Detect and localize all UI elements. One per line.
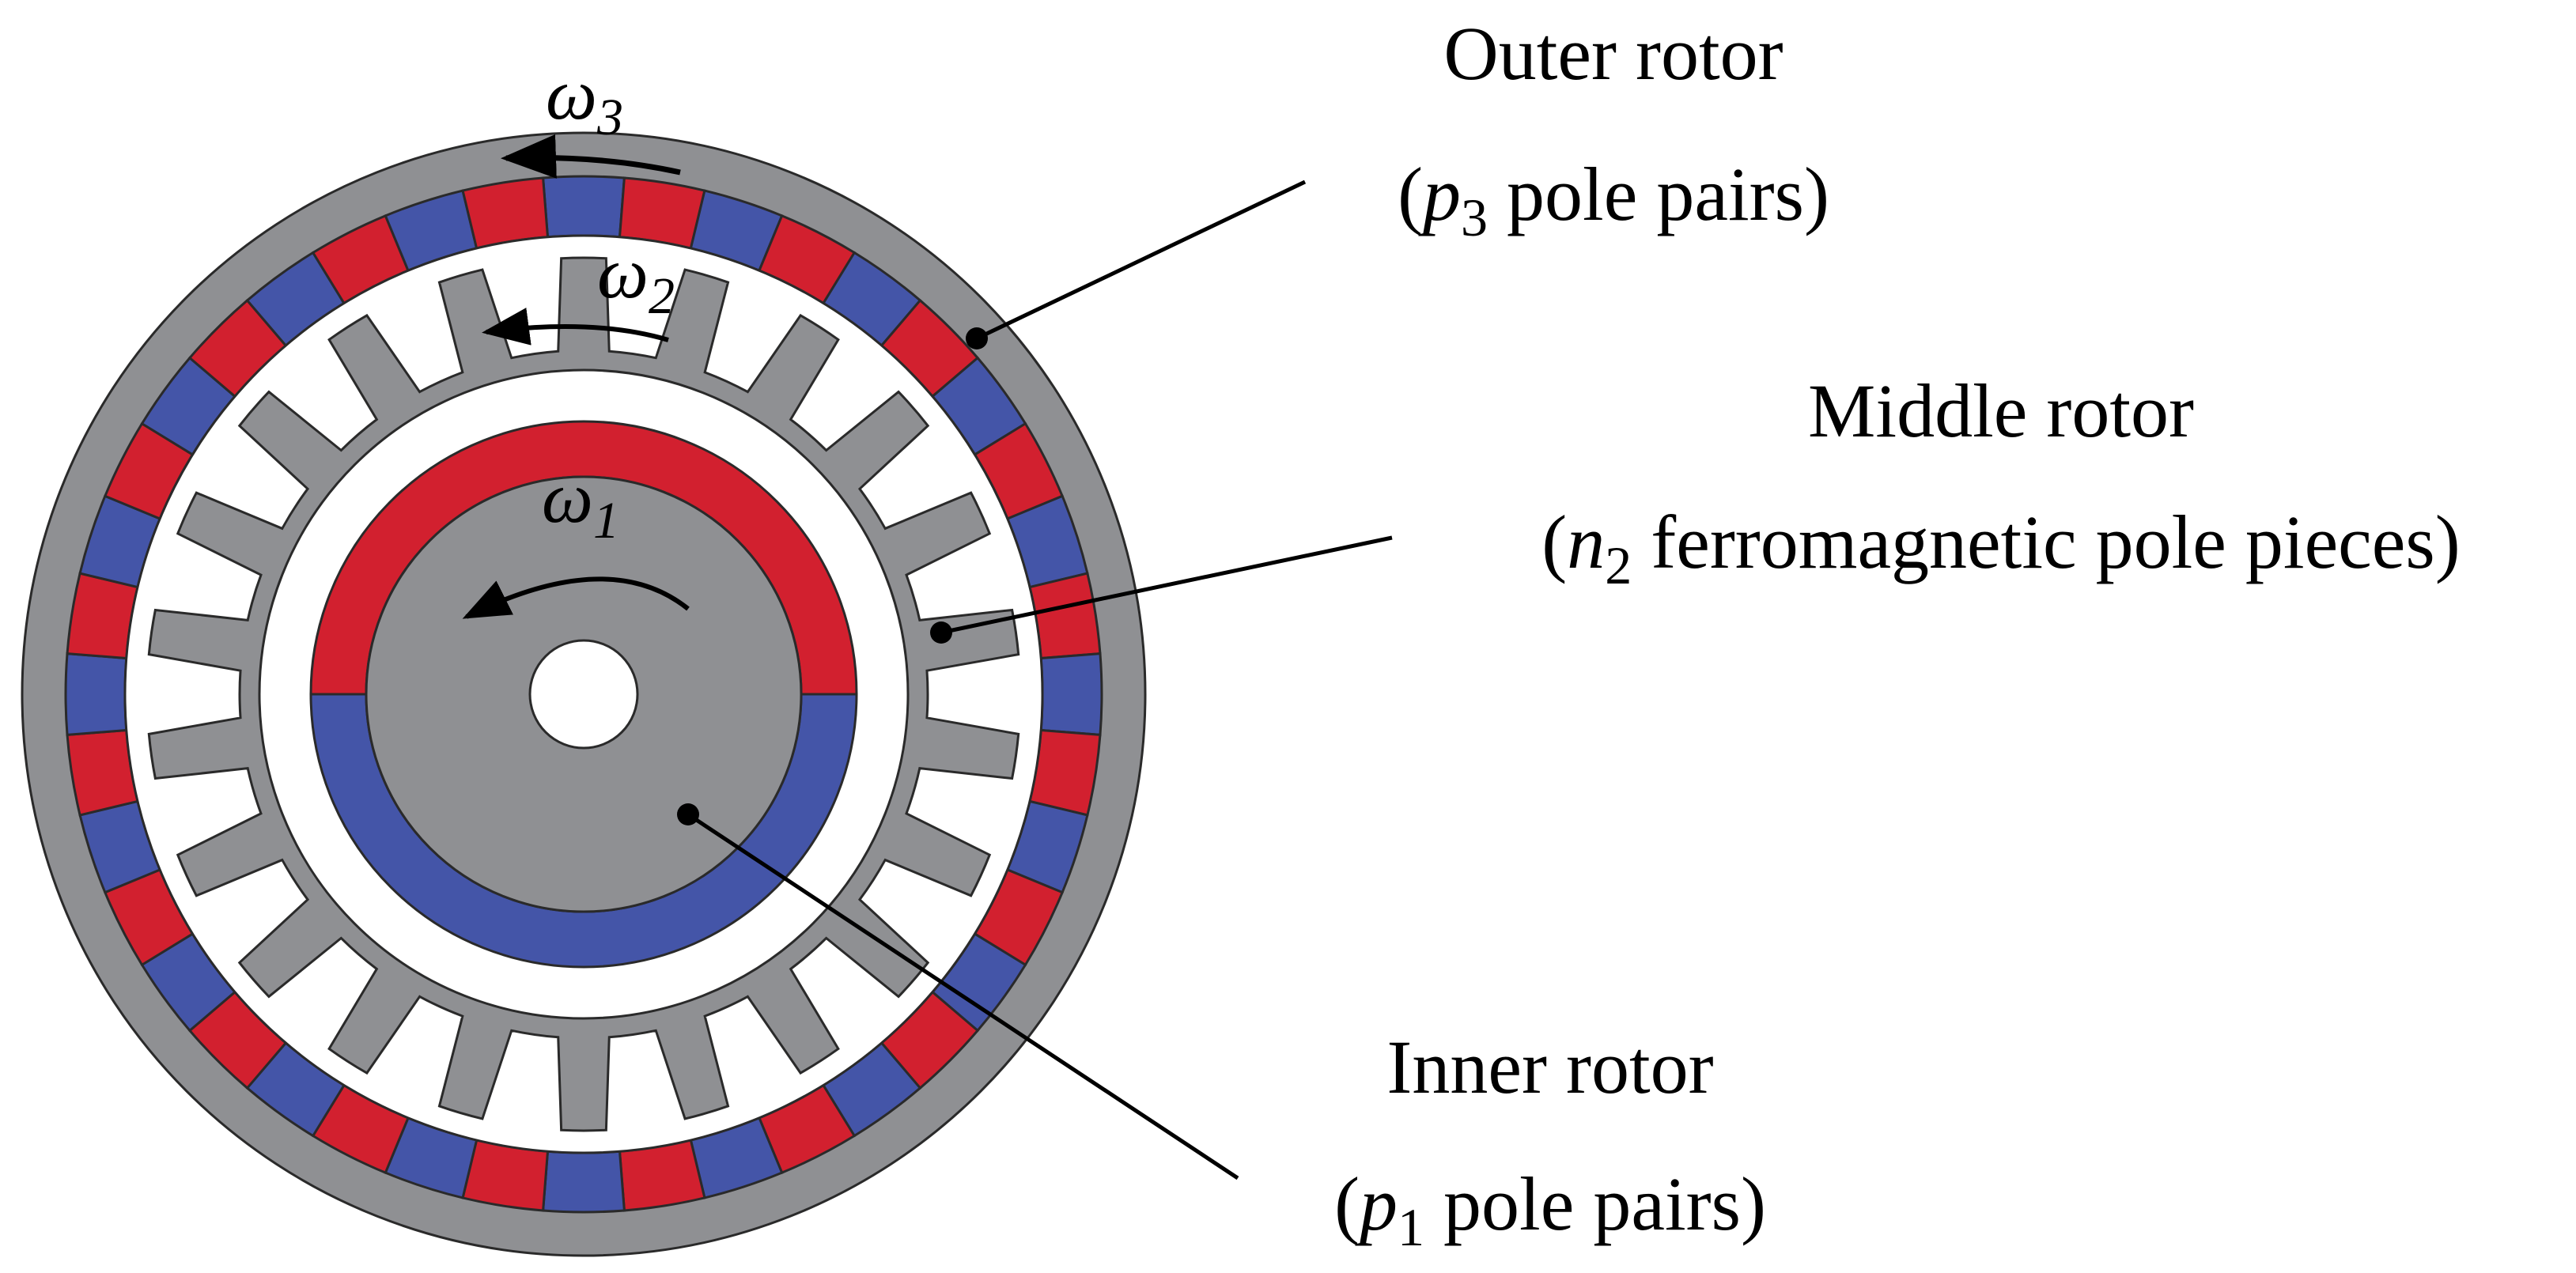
outer-magnet-segment — [1039, 652, 1103, 737]
outer-rotor-magnet-ring — [64, 175, 1103, 1214]
inner-rotation-arrow — [462, 576, 690, 619]
outer-magnet-segment — [64, 652, 128, 737]
outer-rotor-leader-dot — [966, 327, 988, 349]
inner-rotor-title: Inner rotor — [1386, 1025, 1713, 1109]
middle-rotor-subtitle: (n2 ferromagnetic pole pieces) — [1541, 500, 2460, 595]
outer-magnet-segment — [541, 1150, 626, 1214]
outer-rotation-arrow — [501, 134, 681, 179]
inner-rotor-subtitle: (p1 pole pairs) — [1334, 1162, 1766, 1257]
shaft-hole — [528, 639, 639, 750]
outer-rotor-leader-line — [975, 179, 1307, 341]
speed-label-inner: ω1 — [542, 457, 619, 550]
middle-rotor-leader-line — [940, 535, 1393, 635]
inner-rotor-leader-dot — [677, 803, 699, 825]
middle-rotation-arrow — [482, 308, 669, 346]
outer-rotor-title: Outer rotor — [1443, 11, 1783, 96]
middle-rotor-title: Middle rotor — [1808, 368, 2194, 453]
speed-label-middle: ω2 — [597, 232, 675, 325]
outer-magnet-segment — [541, 175, 626, 239]
middle-rotor-leader-dot — [930, 621, 952, 644]
inner-rotor-leader-line — [687, 812, 1239, 1180]
outer-rotor-subtitle: (p3 pole pairs) — [1398, 152, 1829, 247]
speed-label-outer: ω3 — [546, 54, 623, 146]
